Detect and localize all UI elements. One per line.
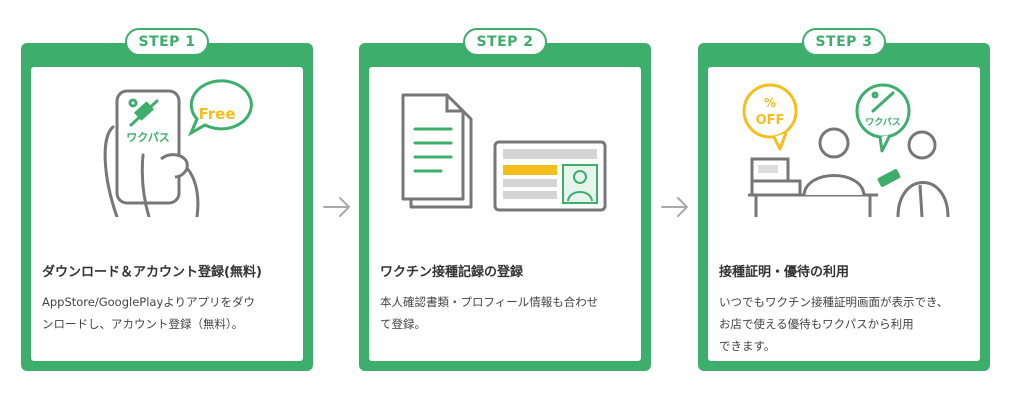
step-1-badge: STEP 1: [125, 28, 209, 56]
desc-line: ンロードし、アカウント登録（無料）。: [42, 317, 244, 331]
step-2-inner: ワクチン接種記録の登録 本人確認書類・プロフィール情報も合わせ て登録。: [369, 67, 641, 361]
step-2-badge: STEP 2: [463, 28, 547, 56]
app-label: ワクパス: [126, 131, 169, 144]
svg-text:%: %: [764, 96, 776, 110]
step-3-title: 接種証明・優待の利用: [719, 265, 850, 280]
arrow-right-icon: [323, 197, 350, 217]
step-1-desc: AppStore/GooglePlayよりアプリをダウ ンロードし、アカウント登…: [42, 291, 295, 335]
step-3-card: STEP 3 % OFF ワクパス: [698, 28, 990, 371]
shop-counter-icon: % OFF ワクパス: [742, 83, 950, 217]
id-card-icon: [493, 140, 607, 212]
arrow-right-icon: [661, 197, 688, 217]
step-2-title: ワクチン接種記録の登録: [380, 265, 524, 280]
step-1-title: ダウンロード＆アカウント登録(無料): [42, 265, 262, 280]
step-2-desc: 本人確認書類・プロフィール情報も合わせ て登録。: [380, 291, 633, 335]
free-badge: Free: [198, 105, 235, 123]
desc-line: AppStore/GooglePlayよりアプリをダウ: [42, 295, 256, 309]
step-3-desc: いつでもワクチン接種証明画面が表示でき、 お店で使える優待もワクパスから利用 で…: [719, 291, 972, 357]
document-icon: [401, 93, 607, 212]
desc-line: 本人確認書類・プロフィール情報も合わせ: [380, 295, 599, 309]
desc-line: お店で使える優待もワクパスから利用: [719, 317, 914, 331]
desc-line: いつでもワクチン接種証明画面が表示でき、: [719, 295, 949, 309]
step-3-badge: STEP 3: [802, 28, 886, 56]
step-3-inner: % OFF ワクパス 接種証: [708, 67, 980, 361]
svg-text:OFF: OFF: [756, 113, 785, 128]
desc-line: て登録。: [380, 317, 426, 331]
step-1-inner: ワクパス Free ダウンロード＆アカウント登録(無料) AppStore/Go…: [31, 67, 303, 361]
desc-line: できます。: [719, 339, 776, 353]
svg-text:ワクパス: ワクパス: [865, 116, 901, 128]
step-2-card: STEP 2 ワクチン接: [359, 28, 651, 371]
smartphone-hand-icon: ワクパス Free: [103, 79, 253, 217]
step-1-card: STEP 1 ワクパス Free ダウンロード＆アカウント登録(無料) AppS…: [21, 28, 313, 371]
